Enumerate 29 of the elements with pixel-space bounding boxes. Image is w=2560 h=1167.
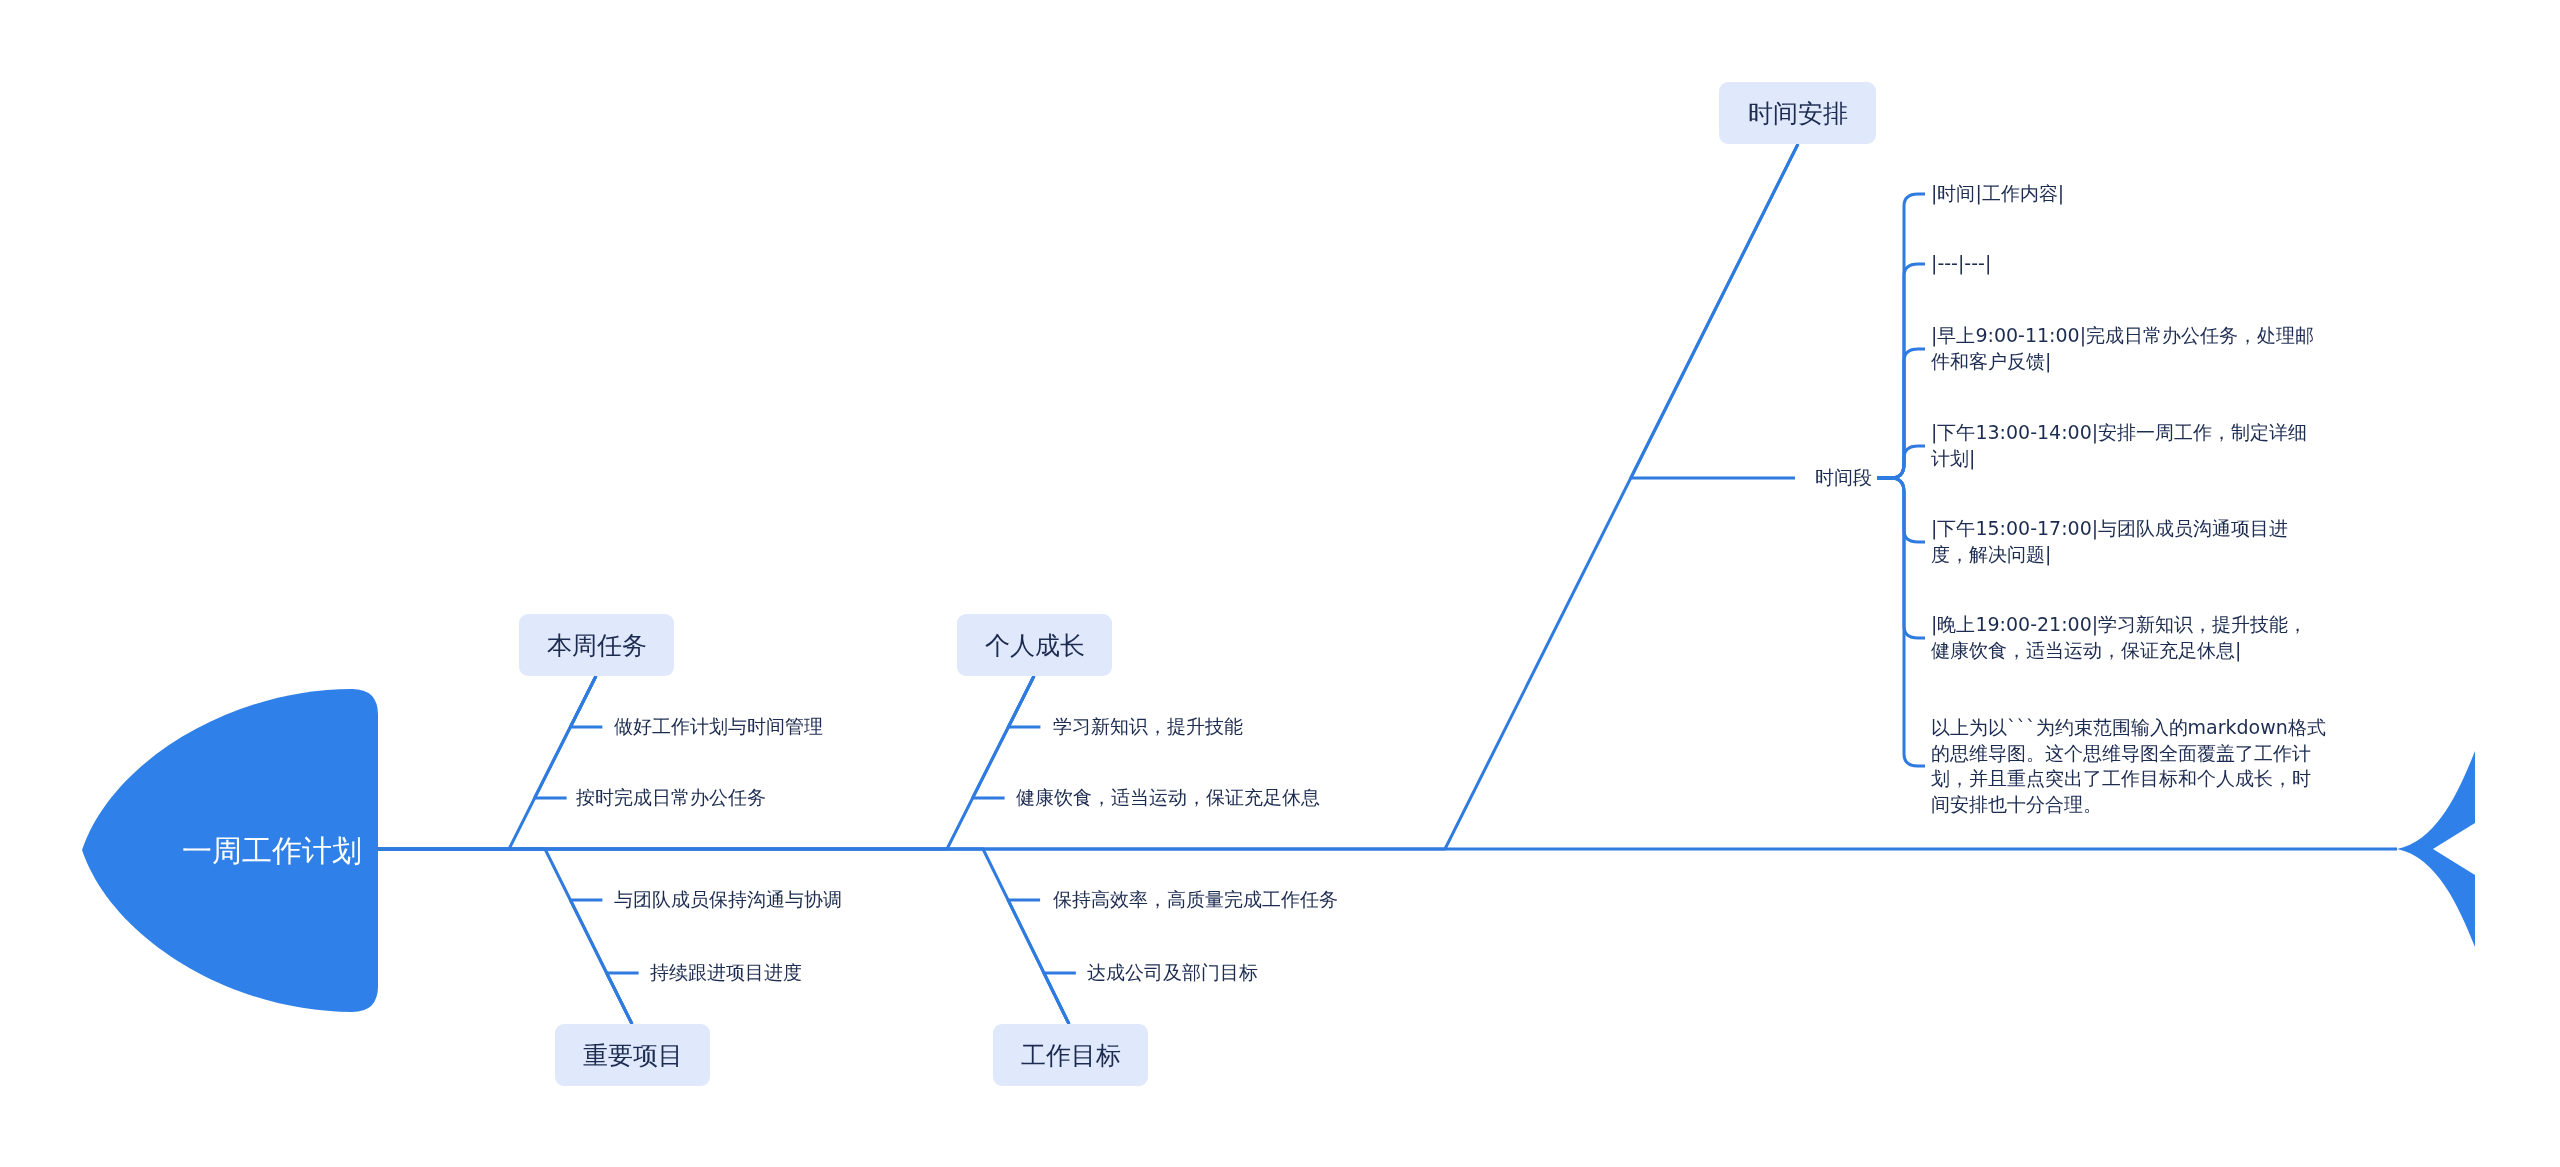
- note-text: 以上为以```为约束范围输入的markdown格式的思维导图。这个思维导图全面覆盖了工作计划，并且重点突出了工作目标和个人成长，时间安排也十分合理。: [1931, 714, 2326, 818]
- note-text: |---|---|: [1931, 251, 2326, 277]
- note-text: |晚上19:00-21:00|学习新知识，提升技能，健康饮食，适当运动，保证充足休息|: [1931, 612, 2326, 664]
- note-text: |早上9:00-11:00|完成日常办公任务，处理邮件和客户反馈|: [1931, 323, 2326, 375]
- branch-label: 达成公司及部门目标: [1087, 960, 1258, 986]
- branch-label: 按时完成日常办公任务: [576, 785, 766, 811]
- connector: [971, 675, 1036, 800]
- branch-label: 学习新知识，提升技能: [1053, 714, 1243, 740]
- category-box: 重要项目: [555, 1024, 710, 1086]
- connector: [605, 971, 639, 1025]
- branch-label: 与团队成员保持沟通与协调: [614, 887, 842, 913]
- branch-label: 健康饮食，适当运动，保证充足休息: [1016, 785, 1320, 811]
- fish-tail: [2397, 751, 2475, 947]
- branch-label: 持续跟进项目进度: [650, 960, 802, 986]
- connector: [1629, 143, 1800, 480]
- category-box: 时间安排: [1719, 82, 1876, 144]
- branch-label: 做好工作计划与时间管理: [614, 714, 823, 740]
- fish-head: [82, 689, 380, 1012]
- connector: [1042, 971, 1076, 1025]
- branch-label: 时间段: [1815, 465, 1872, 491]
- category-box: 工作目标: [993, 1024, 1148, 1086]
- branch-label: 保持高效率，高质量完成工作任务: [1053, 887, 1338, 913]
- note-text: |下午15:00-17:00|与团队成员沟通项目进度，解决问题|: [1931, 516, 2326, 568]
- category-box: 个人成长: [957, 614, 1112, 676]
- note-text: |时间|工作内容|: [1931, 181, 2326, 207]
- connector: [533, 675, 598, 800]
- note-text: |下午13:00-14:00|安排一周工作，制定详细计划|: [1931, 420, 2326, 472]
- category-box: 本周任务: [519, 614, 674, 676]
- title-text: 一周工作计划: [182, 831, 362, 869]
